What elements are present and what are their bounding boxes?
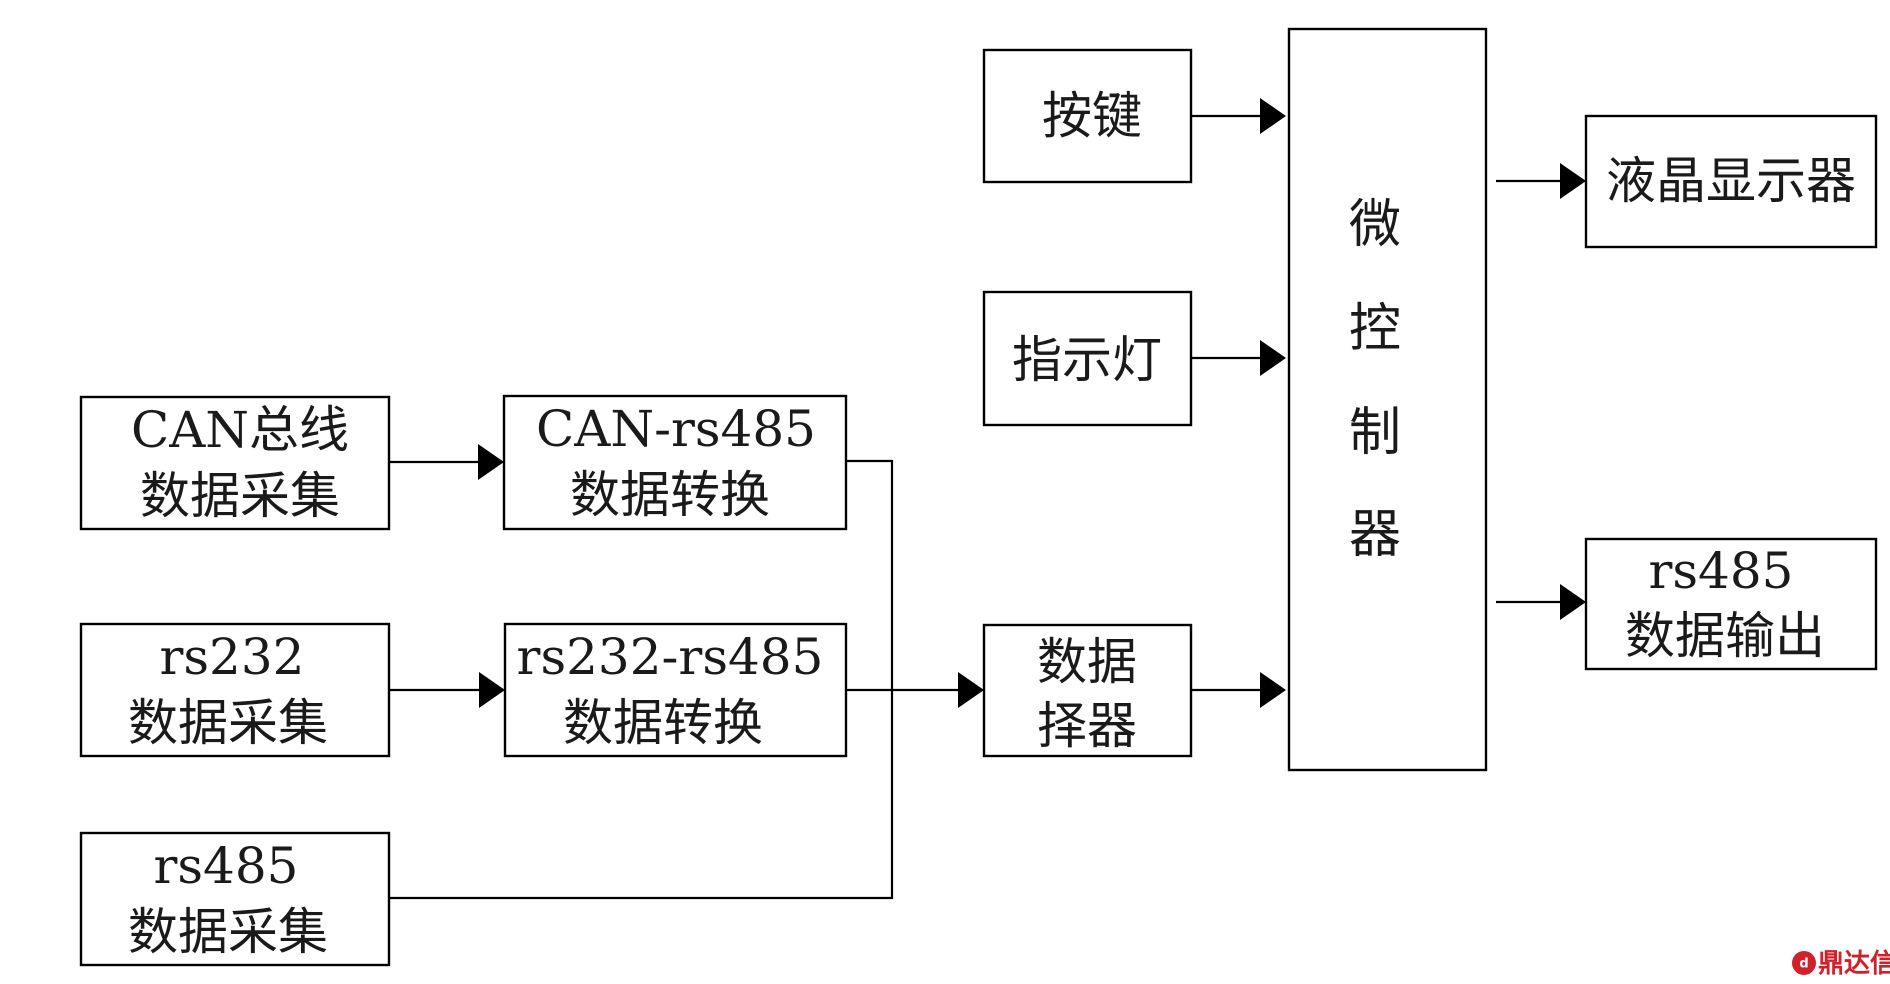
- arrow-keys-to-mcu: [1191, 98, 1286, 134]
- can-bus-collect-line1: CAN总线: [131, 401, 349, 459]
- rs485-output-line2: 数据输出: [1625, 607, 1825, 665]
- microcontroller-char-3: 制: [1349, 403, 1401, 463]
- rs485-collect-block: rs485 数据采集: [79, 831, 391, 967]
- rs485-output-line1: rs485: [1649, 542, 1794, 600]
- can-bus-collect-block: CAN总线 数据采集: [79, 395, 391, 531]
- arrow-indicator-to-mcu: [1191, 340, 1286, 376]
- watermark-glyph-icon: d: [1799, 957, 1808, 972]
- rs485-output-block: rs485 数据输出: [1584, 537, 1878, 671]
- arrow-mcu-to-rs485-output: [1496, 584, 1586, 620]
- data-selector-line2: 择器: [1037, 697, 1137, 755]
- watermark-circle-icon: [1792, 951, 1816, 975]
- rs232-collect-line1: rs232: [160, 628, 305, 686]
- microcontroller-char-2: 控: [1349, 299, 1401, 359]
- microcontroller-char-1: 微: [1349, 195, 1401, 255]
- rs485-collect-line1: rs485: [154, 837, 299, 895]
- watermark-logo: d 鼎达信: [1792, 949, 1890, 979]
- can-bus-collect-line2: 数据采集: [140, 467, 340, 525]
- data-selector-line1: 数据: [1037, 633, 1137, 691]
- arrow-selector-to-mcu: [1191, 672, 1286, 708]
- rs232-collect-line2: 数据采集: [128, 694, 328, 752]
- indicator-block: 指示灯: [982, 290, 1193, 427]
- microcontroller-block: 微 控 制 器: [1287, 27, 1488, 772]
- rs485-collect-line2: 数据采集: [128, 903, 328, 961]
- rs232-rs485-convert-line2: 数据转换: [563, 694, 763, 752]
- arrow-can-collect-to-convert: [389, 444, 504, 480]
- arrow-mcu-to-lcd: [1496, 163, 1586, 199]
- rs232-rs485-convert-line1: rs232-rs485: [517, 628, 824, 686]
- bus-to-selector: [389, 459, 984, 900]
- indicator-label: 指示灯: [1012, 331, 1162, 389]
- keys-block: 按键: [982, 48, 1193, 184]
- lcd-display-label: 液晶显示器: [1606, 152, 1856, 210]
- can-rs485-convert-block: CAN-rs485 数据转换: [502, 394, 848, 531]
- watermark-text: 鼎达信: [1818, 949, 1890, 979]
- rs232-collect-block: rs232 数据采集: [79, 622, 391, 758]
- can-rs485-convert-line1: CAN-rs485: [536, 400, 816, 458]
- can-rs485-convert-line2: 数据转换: [570, 466, 770, 524]
- rs232-rs485-convert-block: rs232-rs485 数据转换: [503, 622, 848, 758]
- data-selector-block: 数据 择器: [982, 623, 1193, 758]
- microcontroller-char-4: 器: [1349, 505, 1401, 565]
- arrow-rs232-collect-to-convert: [389, 672, 505, 708]
- lcd-display-block: 液晶显示器: [1584, 114, 1878, 249]
- keys-label: 按键: [1042, 87, 1142, 145]
